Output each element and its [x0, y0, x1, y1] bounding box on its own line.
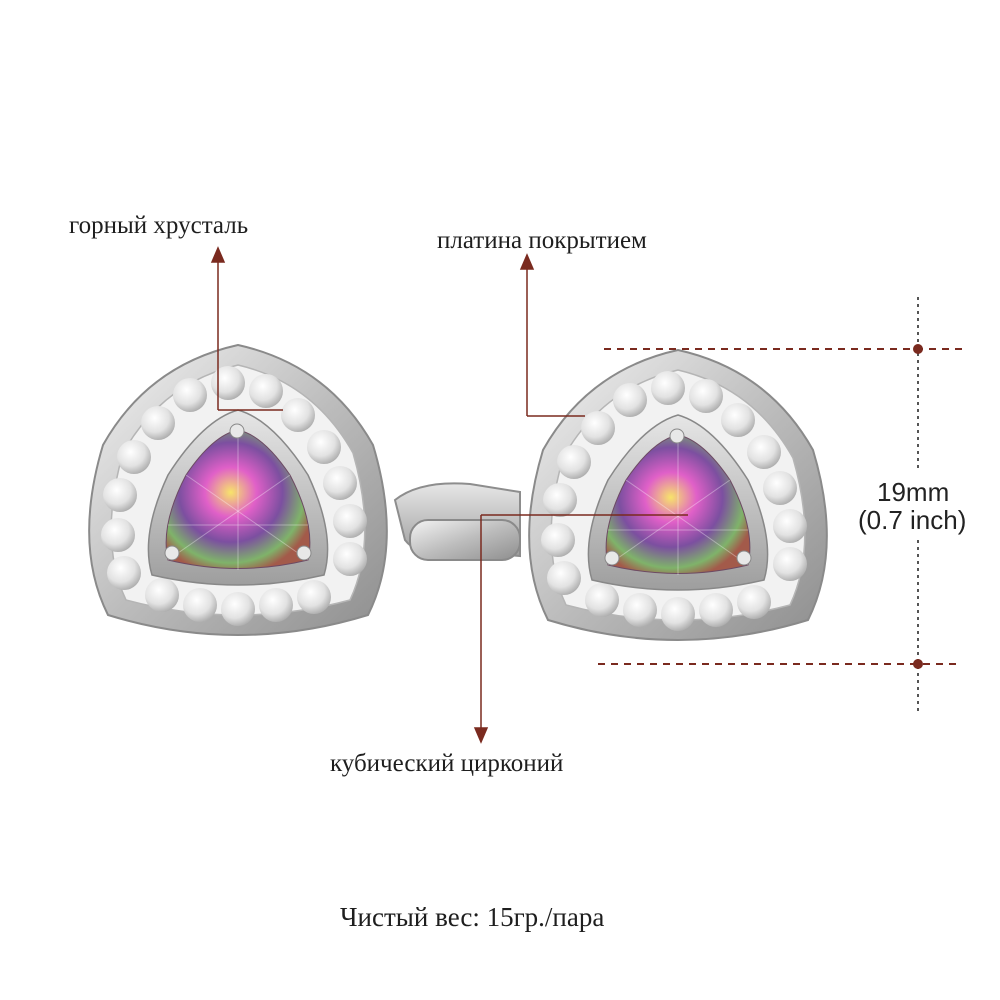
- annotation-lines: [210, 246, 688, 744]
- net-weight-label: Чистый вес: 15гр./пара: [340, 902, 605, 932]
- rhinestone-label: горный хрусталь: [69, 212, 249, 239]
- cufflink-right: [528, 349, 828, 641]
- plating-label: платина покрытием: [437, 227, 647, 254]
- dimension-mm-label: 19mm: [877, 477, 950, 507]
- cufflink-left: [88, 344, 388, 636]
- dimension-lines: [598, 297, 962, 715]
- dimension-inch-label: (0.7 inch): [858, 505, 967, 535]
- zirconia-label: кубический цирконий: [330, 750, 564, 777]
- cufflink-back-post: [393, 482, 521, 561]
